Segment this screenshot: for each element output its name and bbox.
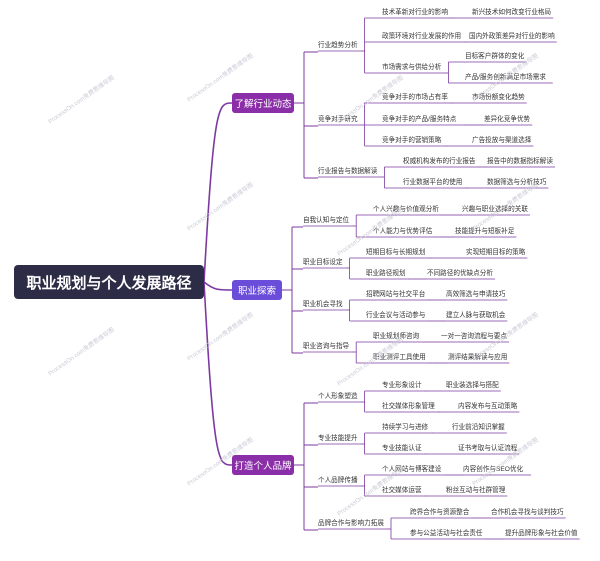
- subtopic-node[interactable]: 职业规划师咨询: [373, 333, 420, 340]
- leaf-node[interactable]: 兴趣与职业选择的关联: [462, 206, 528, 213]
- leaf-node[interactable]: 不同路径的优缺点分析: [427, 270, 493, 277]
- leaf-node[interactable]: 新兴技术如何改变行业格局: [472, 9, 552, 16]
- topic-node[interactable]: 职业机会寻找: [303, 301, 343, 308]
- topic-node[interactable]: 自我认知与定位: [303, 217, 350, 224]
- topic-node[interactable]: 专业技能提升: [318, 435, 358, 442]
- leaf-node[interactable]: 数据筛选与分析技巧: [487, 179, 547, 186]
- leaf-node[interactable]: 差异化竞争优势: [484, 116, 531, 123]
- leaf-node[interactable]: 内容发布与互动策略: [458, 403, 518, 410]
- leaf-node[interactable]: 职业装选择与搭配: [446, 382, 499, 389]
- subtopic-node[interactable]: 社交媒体形象管理: [382, 403, 435, 410]
- root-node[interactable]: 职业规划与个人发展路径: [14, 265, 204, 299]
- subtopic-node[interactable]: 个人网站与博客建设: [382, 466, 442, 473]
- subtopic-node[interactable]: 个人能力与优势评估: [373, 228, 433, 235]
- leaf-node[interactable]: 市场份额变化趋势: [472, 94, 525, 101]
- subtopic-node[interactable]: 竞争对手的市场占有率: [382, 94, 448, 101]
- topic-node[interactable]: 行业报告与数据解读: [318, 168, 378, 175]
- topic-node[interactable]: 个人品牌传播: [318, 477, 358, 484]
- leaf-node[interactable]: 产品/服务创新满足市场需求: [465, 74, 546, 81]
- subtopic-node[interactable]: 职业测评工具使用: [373, 354, 426, 361]
- branch-node[interactable]: 打造个人品牌: [232, 455, 294, 475]
- connector-line: [203, 281, 233, 291]
- leaf-node[interactable]: 目标客户群体的变化: [465, 53, 525, 60]
- leaf-node[interactable]: 提升品牌形象与社会价值: [505, 530, 578, 537]
- subtopic-node[interactable]: 竞争对手的营销策略: [382, 137, 442, 144]
- subtopic-node[interactable]: 招聘网站与社交平台: [366, 291, 426, 298]
- leaf-node[interactable]: 建立人脉与获取机会: [446, 312, 506, 319]
- subtopic-node[interactable]: 职业路径规划: [366, 270, 406, 277]
- topic-node[interactable]: 职业目标设定: [303, 259, 343, 266]
- branch-label: 职业探索: [237, 286, 276, 297]
- leaf-node[interactable]: 证书考取与认证流程: [458, 445, 518, 452]
- subtopic-node[interactable]: 政策环境对行业发展的作用: [382, 33, 462, 40]
- root-label: 职业规划与个人发展路径: [26, 274, 192, 292]
- leaf-node[interactable]: 高效筛选与申请技巧: [446, 291, 506, 298]
- subtopic-node[interactable]: 行业数据平台的使用: [403, 179, 463, 186]
- leaf-node[interactable]: 国内外政策差异对行业的影响: [469, 33, 555, 40]
- subtopic-node[interactable]: 行业会议与活动参与: [366, 312, 426, 319]
- leaf-node[interactable]: 一对一咨询流程与要点: [441, 333, 507, 340]
- subtopic-node[interactable]: 社交媒体运营: [382, 487, 422, 494]
- topic-node[interactable]: 品牌合作与影响力拓展: [318, 520, 384, 527]
- leaf-node[interactable]: 行业前沿知识掌握: [452, 424, 505, 431]
- branch-node[interactable]: 了解行业动态: [232, 93, 294, 113]
- subtopic-node[interactable]: 竞争对手的产品/服务特点: [382, 116, 457, 123]
- subtopic-node[interactable]: 跨界合作与资源整合: [410, 509, 470, 516]
- subtopic-node[interactable]: 短期目标与长期规划: [366, 249, 426, 256]
- subtopic-node[interactable]: 专业技能认证: [382, 445, 422, 452]
- subtopic-node[interactable]: 持续学习与进修: [382, 424, 429, 431]
- branch-node[interactable]: 职业探索: [232, 280, 282, 300]
- subtopic-node[interactable]: 权威机构发布的行业报告: [403, 158, 476, 165]
- topic-node[interactable]: 个人形象塑造: [318, 393, 358, 400]
- subtopic-node[interactable]: 参与公益活动与社会责任: [410, 530, 483, 537]
- leaf-node[interactable]: 技能提升与短板补足: [455, 228, 515, 235]
- topic-node[interactable]: 竞争对手研究: [318, 116, 358, 123]
- subtopic-node[interactable]: 个人兴趣与价值观分析: [373, 206, 439, 213]
- leaf-node[interactable]: 广告投放与渠道选择: [472, 137, 532, 144]
- branch-label: 了解行业动态: [234, 99, 292, 110]
- subtopic-node[interactable]: 专业形象设计: [382, 382, 422, 389]
- leaf-node[interactable]: 实现短期目标的策略: [466, 249, 526, 256]
- connector-line: [203, 281, 233, 466]
- leaf-node[interactable]: 粉丝互动与社群管理: [446, 487, 506, 494]
- leaf-node[interactable]: 合作机会寻找与谈判技巧: [491, 509, 564, 516]
- branch-label: 打造个人品牌: [234, 461, 292, 472]
- leaf-node[interactable]: 内容创作与SEO优化: [463, 466, 524, 473]
- subtopic-node[interactable]: 市场需求与供给分析: [382, 64, 442, 71]
- leaf-node[interactable]: 报告中的数据指标解读: [487, 158, 553, 165]
- topic-node[interactable]: 行业趋势分析: [318, 42, 358, 49]
- leaf-node[interactable]: 测评结果解读与应用: [448, 354, 508, 361]
- connector-line: [203, 102, 233, 283]
- topic-node[interactable]: 职业咨询与指导: [303, 343, 350, 350]
- subtopic-node[interactable]: 技术革新对行业的影响: [382, 9, 448, 16]
